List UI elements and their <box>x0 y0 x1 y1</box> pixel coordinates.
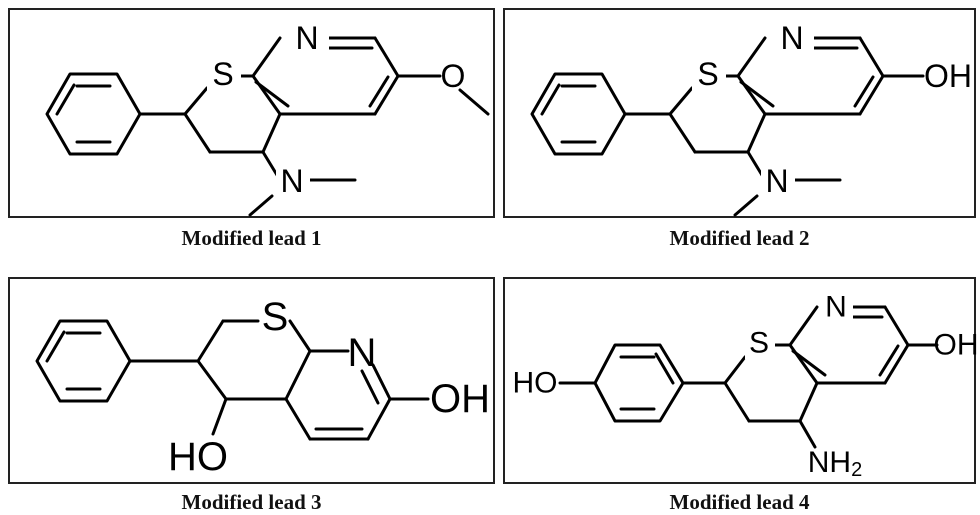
structure-panel-lead-4: HO N S OH NH2 <box>503 277 979 484</box>
caption-lead-3: Modified lead 3 <box>181 490 322 514</box>
atom-n-amine: N <box>765 163 788 199</box>
atom-s: S <box>262 295 289 339</box>
structure-lead-4: HO N S OH NH2 <box>513 291 979 482</box>
atom-n: N <box>780 20 803 56</box>
atom-n: N <box>825 291 847 324</box>
atom-nh-subscript: 2 <box>851 459 862 481</box>
atom-s: S <box>697 56 718 92</box>
atom-n-amine: N <box>280 163 303 199</box>
atom-nh2: NH2 <box>808 446 862 482</box>
atom-nh: NH <box>808 446 851 479</box>
structure-lead-1: N S O N <box>45 20 490 217</box>
atom-ho: HO <box>513 367 558 400</box>
atom-ho: HO <box>168 435 228 479</box>
structure-panel-lead-2: N S OH N <box>503 8 976 218</box>
structure-lead-3: S N OH HO <box>35 295 490 479</box>
atom-o: O <box>441 58 466 94</box>
atom-n: N <box>348 331 377 375</box>
atom-n: N <box>295 20 318 56</box>
caption-lead-2: Modified lead 2 <box>669 226 810 250</box>
caption-lead-1: Modified lead 1 <box>181 226 322 250</box>
atom-oh: OH <box>430 377 490 421</box>
atom-s: S <box>749 327 769 360</box>
structure-panel-lead-1: N S O N <box>8 8 495 218</box>
atom-oh: OH <box>934 329 979 362</box>
atom-s: S <box>212 56 233 92</box>
structure-lead-2: N S OH N <box>530 20 972 217</box>
caption-lead-4: Modified lead 4 <box>669 490 810 514</box>
atom-oh: OH <box>924 58 972 94</box>
structure-panel-lead-3: S N OH HO <box>8 277 495 484</box>
